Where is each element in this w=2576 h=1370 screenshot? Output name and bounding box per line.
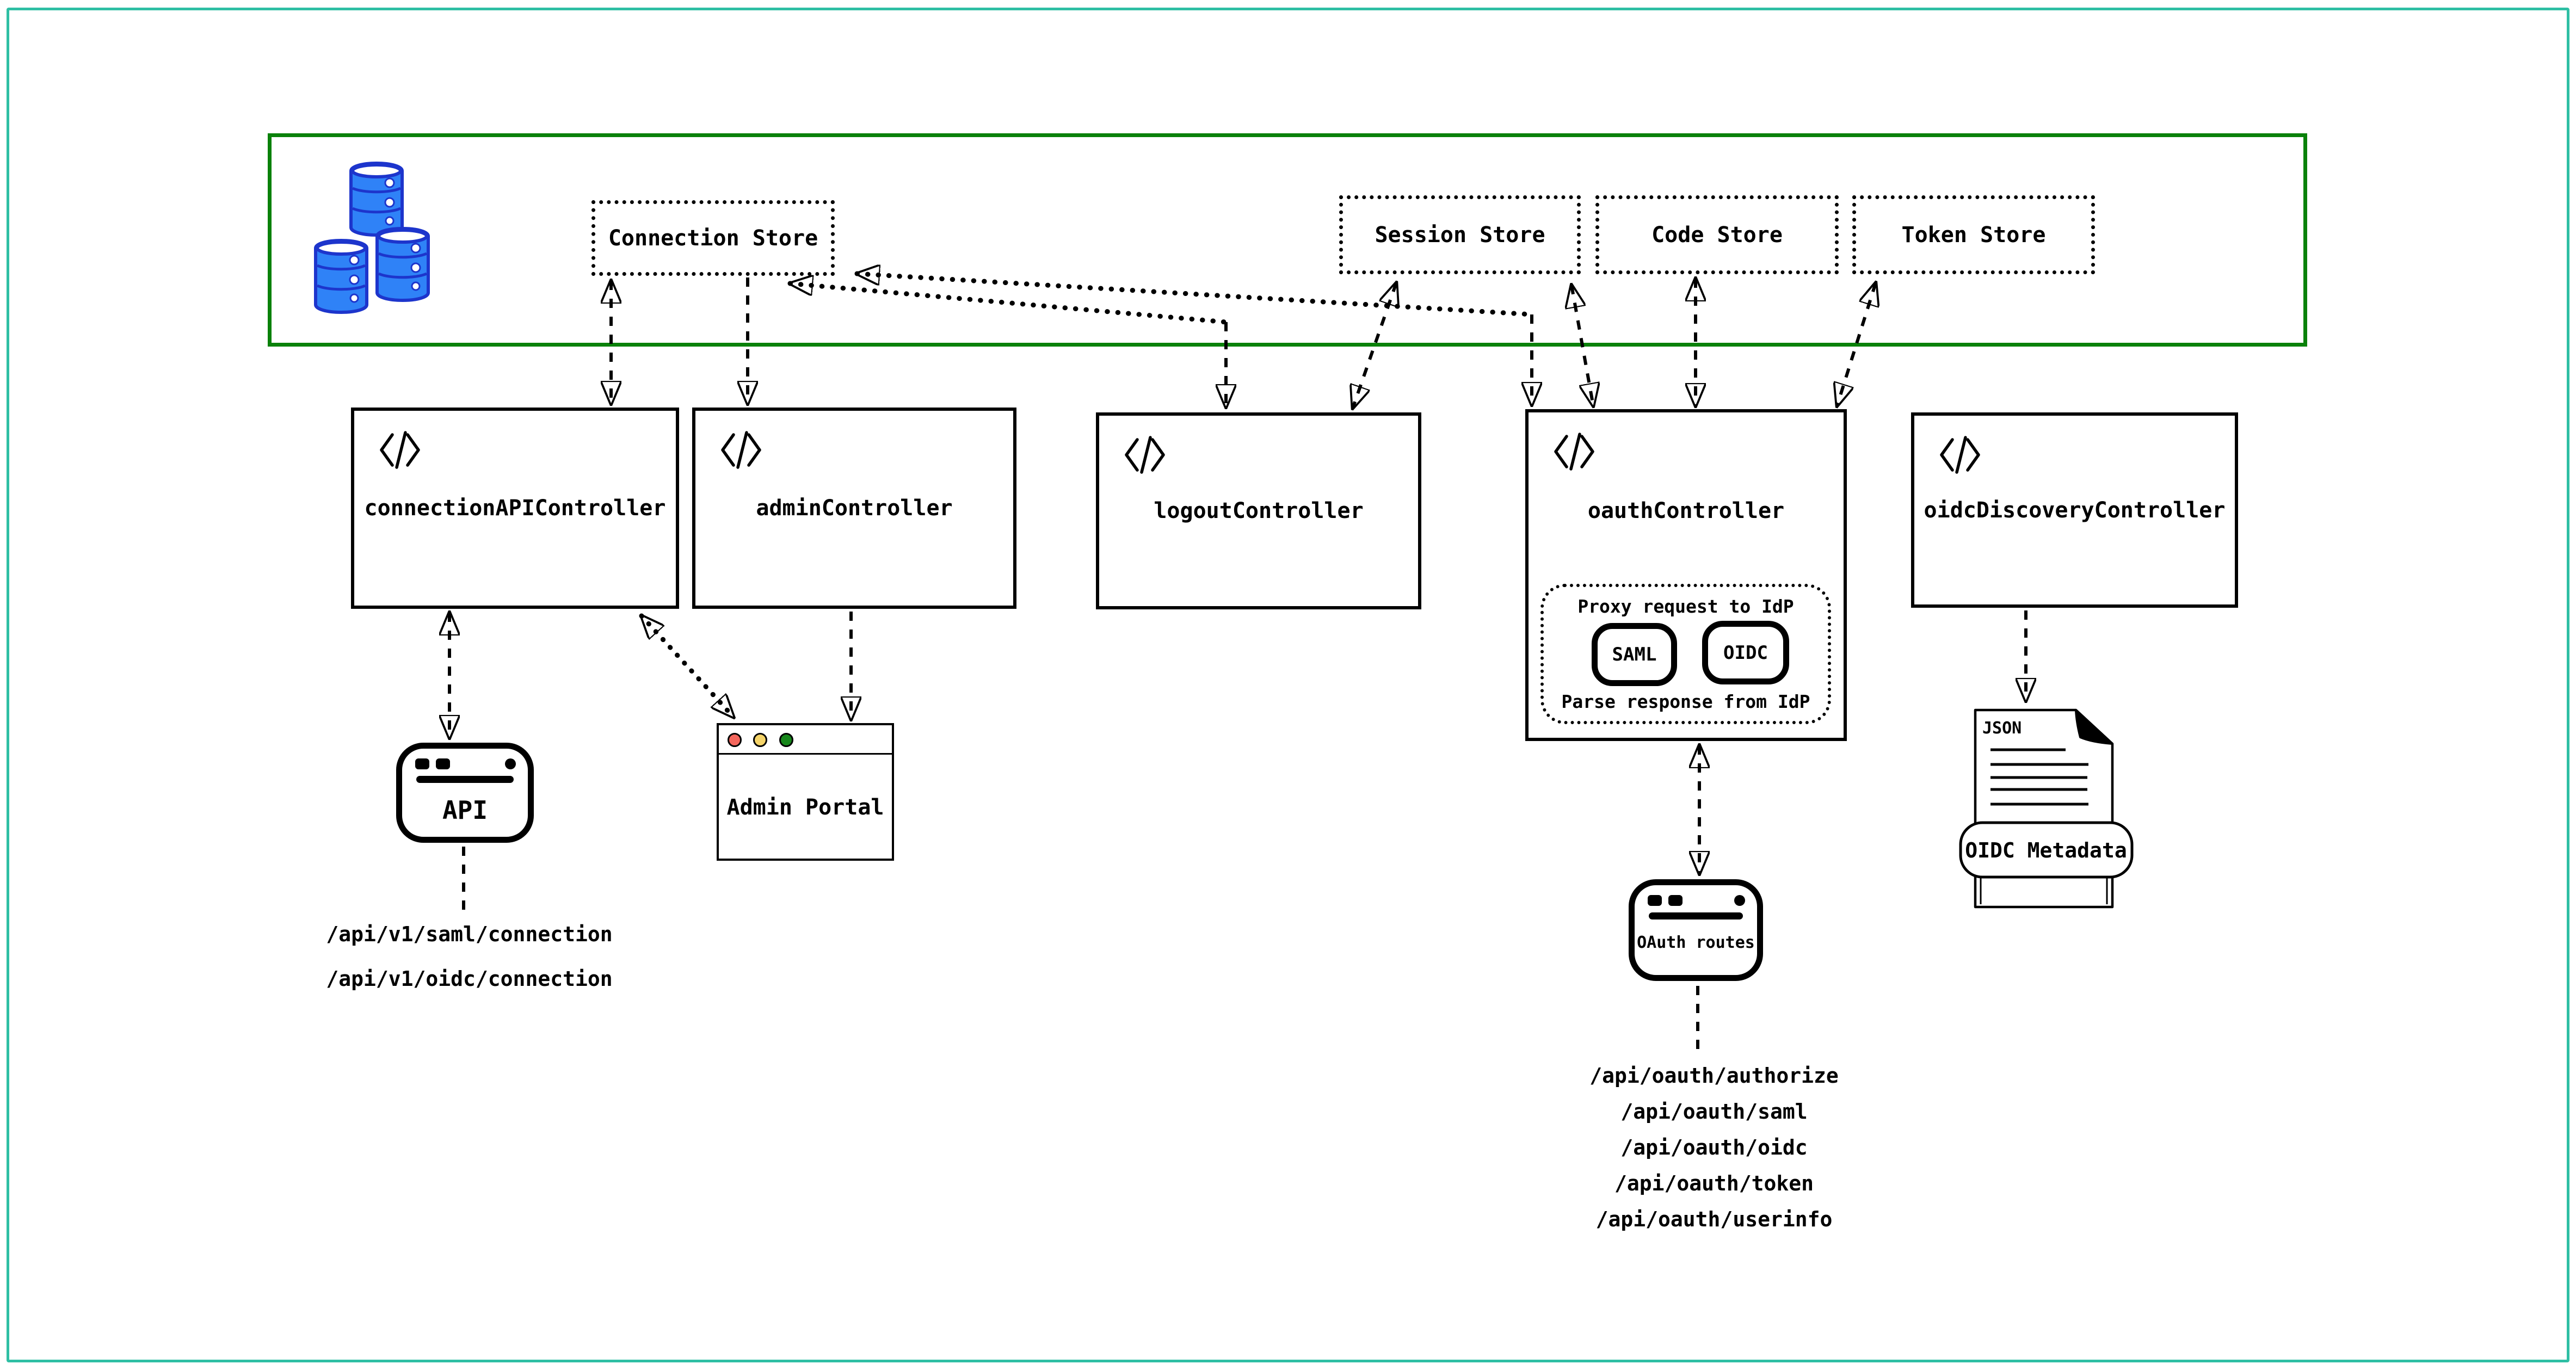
- traffic-light-red-icon: [728, 733, 742, 747]
- store-connection: Connection Store: [591, 200, 835, 276]
- route-oauth-oidc: /api/oauth/oidc: [1620, 1136, 1808, 1159]
- window-dot-icon: [436, 758, 450, 769]
- store-connection-label: Connection Store: [608, 225, 818, 251]
- route-api-v1-saml-connection: /api/v1/saml/connection: [326, 922, 613, 946]
- traffic-light-yellow-icon: [753, 733, 767, 747]
- route-oauth-authorize: /api/oauth/authorize: [1589, 1064, 1839, 1088]
- route-api-v1-oidc-connection: /api/v1/oidc/connection: [326, 967, 613, 991]
- oidc-metadata-label: OIDC Metadata: [1965, 838, 2127, 862]
- window-dot-icon: [505, 758, 516, 769]
- code-icon: [1940, 436, 1980, 474]
- code-icon: [721, 431, 761, 469]
- api-app-icon: API: [396, 743, 534, 843]
- admin-portal-window: Admin Portal: [717, 723, 894, 861]
- database-cylinder-top: [349, 161, 404, 237]
- protocol-oidc-label: OIDC: [1723, 641, 1768, 664]
- protocol-saml-label: SAML: [1612, 644, 1657, 665]
- code-icon: [380, 431, 420, 469]
- folded-corner-icon: [2075, 709, 2113, 745]
- controller-admin: adminController: [692, 408, 1016, 609]
- store-code: Code Store: [1595, 195, 1839, 274]
- controller-logout-label: logoutController: [1154, 498, 1364, 523]
- database-icon: [314, 161, 430, 314]
- route-oauth-saml: /api/oauth/saml: [1620, 1100, 1808, 1124]
- window-dot-icon: [1668, 895, 1683, 906]
- window-bar-icon: [1649, 912, 1743, 919]
- window-bar-icon: [416, 776, 514, 783]
- database-cylinder-right: [375, 226, 430, 303]
- controller-oidc-discovery-label: oidcDiscoveryController: [1924, 497, 2226, 523]
- store-token-label: Token Store: [1901, 222, 2046, 248]
- arrow-connection-api-admin-portal: [642, 616, 734, 717]
- parse-response-label: Parse response from IdP: [1561, 691, 1810, 712]
- store-session: Session Store: [1339, 195, 1581, 274]
- admin-portal-body: Admin Portal: [719, 756, 892, 859]
- database-cylinder-left: [314, 238, 368, 314]
- store-code-label: Code Store: [1651, 222, 1783, 248]
- store-token: Token Store: [1852, 195, 2095, 274]
- window-dot-icon: [415, 758, 429, 769]
- oidc-metadata-badge: [1959, 821, 2134, 879]
- route-oauth-userinfo: /api/oauth/userinfo: [1595, 1207, 1833, 1231]
- json-document-icon: JSON OIDC Metadata: [1959, 708, 2134, 909]
- traffic-light-green-icon: [779, 733, 793, 747]
- proxy-request-label: Proxy request to IdP: [1577, 596, 1794, 617]
- admin-portal-titlebar: [719, 725, 892, 755]
- oauth-routes-label: OAuth routes: [1637, 933, 1755, 952]
- oauth-routes-app-icon: OAuth routes: [1629, 879, 1763, 981]
- store-session-label: Session Store: [1375, 222, 1545, 248]
- window-dot-icon: [1734, 895, 1745, 906]
- code-icon: [1554, 433, 1594, 471]
- controller-oauth-label: oauthController: [1587, 498, 1785, 523]
- controller-logout: logoutController: [1096, 412, 1421, 609]
- idp-proxy-section: Proxy request to IdP SAML OIDC Parse res…: [1540, 584, 1831, 724]
- protocol-chip-saml: SAML: [1592, 623, 1677, 686]
- controller-connection-api: connectionAPIController: [351, 408, 679, 609]
- controller-admin-label: adminController: [756, 496, 953, 521]
- api-label: API: [442, 795, 488, 825]
- admin-portal-label: Admin Portal: [726, 795, 884, 820]
- protocol-chip-oidc: OIDC: [1702, 621, 1789, 684]
- controller-connection-api-label: connectionAPIController: [364, 496, 666, 521]
- window-dot-icon: [1648, 895, 1662, 906]
- document-filetype-label: JSON: [1982, 719, 2022, 738]
- controller-oidc-discovery: oidcDiscoveryController: [1911, 412, 2238, 608]
- code-icon: [1125, 436, 1165, 474]
- controller-oauth: oauthController Proxy request to IdP SAM…: [1525, 409, 1847, 741]
- route-oauth-token: /api/oauth/token: [1614, 1171, 1814, 1195]
